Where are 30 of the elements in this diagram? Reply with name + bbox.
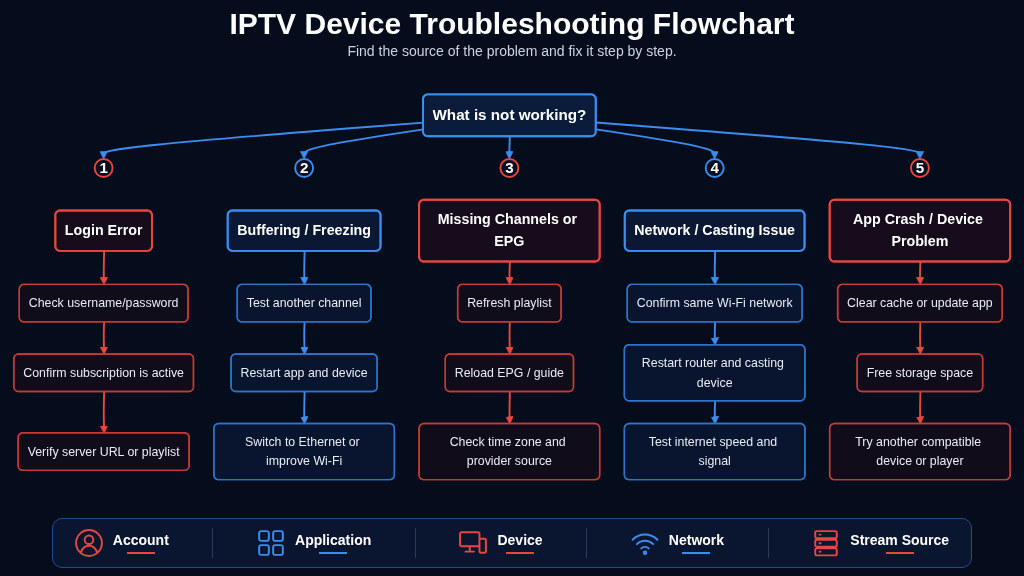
arrow (915, 261, 925, 286)
arrow (99, 321, 109, 355)
arrow (916, 321, 925, 355)
node-circle: 5 (909, 158, 930, 178)
arrow (710, 321, 719, 346)
arrow (505, 391, 514, 425)
arrow (300, 250, 309, 286)
legend-label: Network (668, 532, 725, 548)
arrow (710, 400, 719, 425)
arrow (505, 261, 514, 286)
arrow (99, 250, 108, 286)
node-circle: 4 (704, 158, 725, 178)
arrow (300, 321, 309, 355)
arrow (595, 128, 719, 160)
arrow (300, 391, 309, 425)
arrow (595, 121, 925, 160)
legend-label: Account (112, 532, 169, 548)
node-circle: 2 (294, 158, 315, 178)
title: IPTV Device Troubleshooting Flowchart (229, 6, 795, 42)
arrow (99, 391, 109, 434)
arrow (710, 250, 719, 286)
node-circle: 1 (93, 158, 114, 178)
subtitle: Find the source of the problem and fix it step by step. (347, 42, 677, 60)
node-circle: 3 (499, 158, 520, 178)
arrow (505, 135, 514, 160)
legend-label: Device (497, 532, 543, 548)
legend-label: Stream Source (850, 532, 950, 548)
arrow (915, 391, 925, 425)
legend-label: Application (295, 532, 372, 548)
arrow (505, 321, 514, 355)
